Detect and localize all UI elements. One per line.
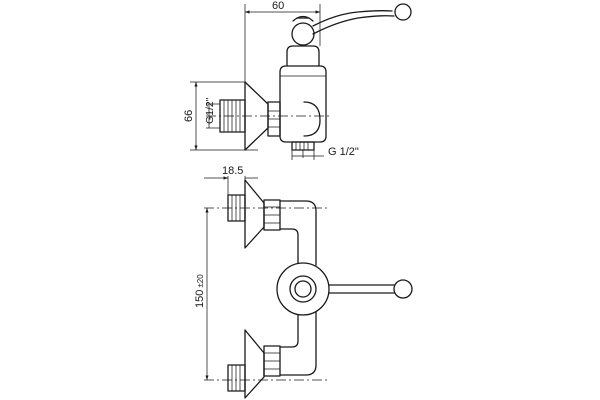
side-body: [279, 65, 327, 143]
side-lever-ball: [394, 3, 412, 21]
dimension-depth-18-5: 18.5: [204, 165, 258, 195]
front-handle-ball: [393, 279, 413, 299]
dimension-centres-150: 150±20: [194, 208, 209, 380]
front-upper-escutcheon: [244, 179, 265, 249]
side-bonnet: [286, 45, 320, 67]
dimension-height-66: 66: [183, 81, 258, 151]
outlet-thread-label: G 1/2": [328, 146, 359, 158]
side-knob: [291, 22, 315, 46]
front-valve-cap: [289, 275, 317, 303]
front-upper-arm: [279, 200, 317, 266]
front-lower-inlet: [227, 364, 246, 392]
dimension-side-thread: G1/2": [204, 97, 216, 128]
dimension-centres-text: 150±20: [194, 274, 206, 308]
side-outlet: [291, 141, 315, 151]
front-lower-arm: [279, 311, 317, 376]
dimension-width-60: 60: [244, 0, 321, 82]
dimension-outlet-thread: G 1/2": [291, 146, 359, 160]
side-view: [206, 3, 412, 158]
front-view: [204, 179, 413, 399]
front-lower-escutcheon: [244, 329, 265, 399]
dimension-centres-label: 150: [194, 290, 206, 308]
dimension-height-label: 66: [183, 110, 195, 122]
front-handle-lever: [328, 284, 395, 294]
side-thread-label: G1/2": [204, 97, 216, 124]
dimension-depth-label: 18.5: [222, 165, 243, 177]
front-valve-body: [276, 262, 330, 316]
side-lever: [312, 10, 393, 27]
dimension-tolerance-label: ±20: [196, 274, 205, 288]
dimension-width-label: 60: [272, 0, 284, 12]
